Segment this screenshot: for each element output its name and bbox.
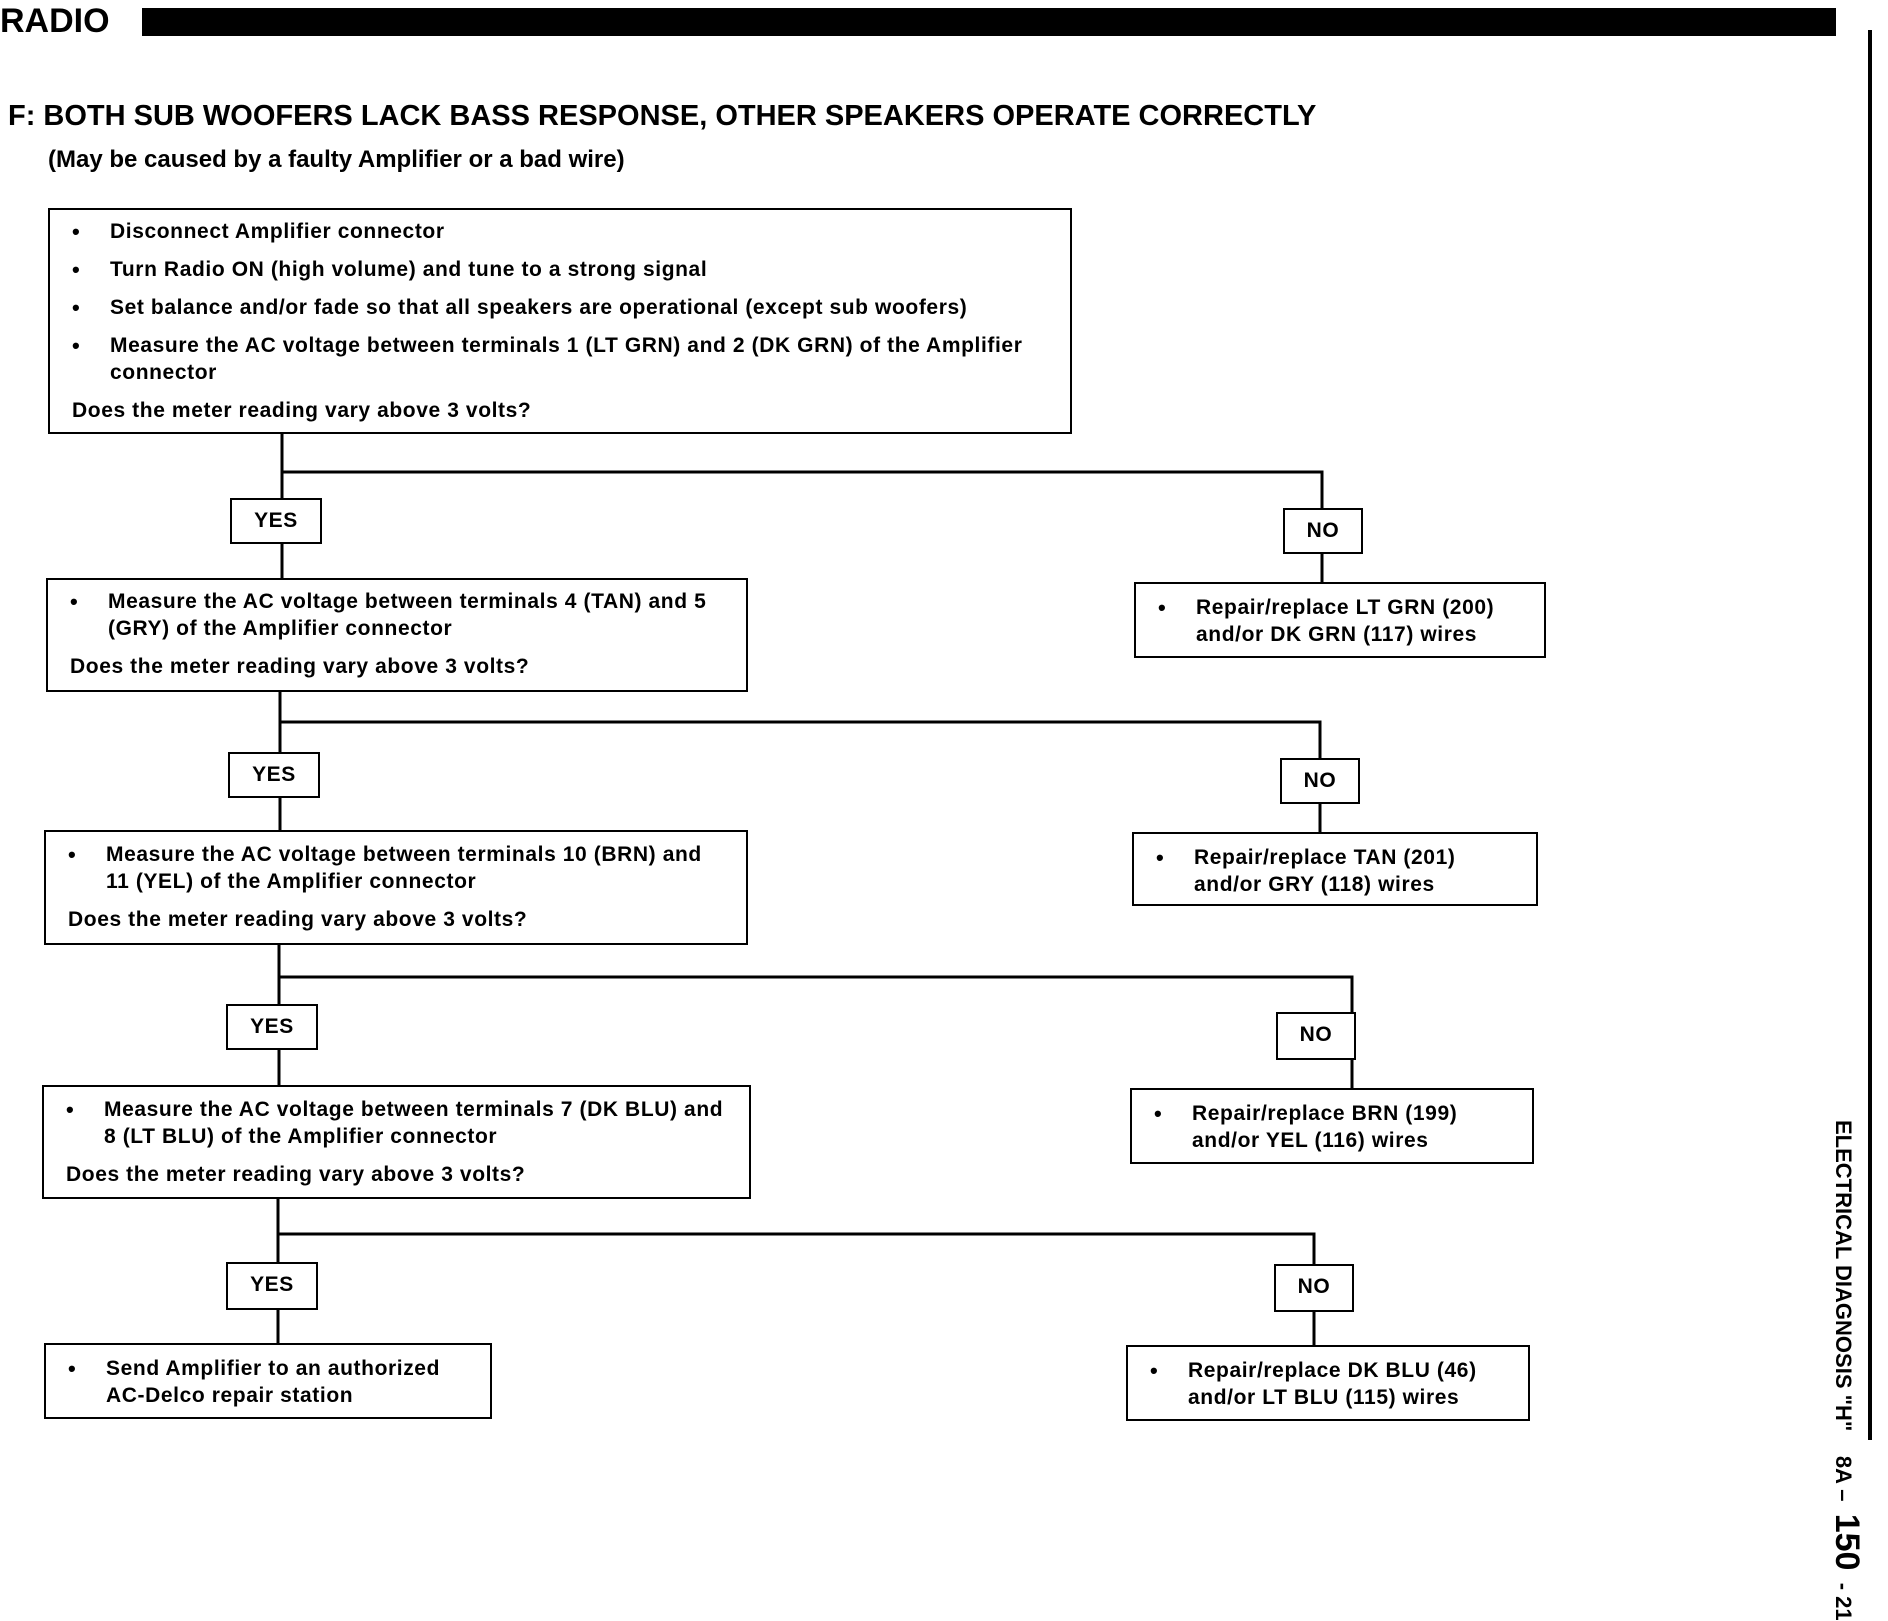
- yes-label: YES: [228, 752, 320, 798]
- no-label: NO: [1283, 508, 1363, 554]
- connector-line: [282, 470, 1324, 508]
- step-1-bullet: Disconnect Amplifier connector: [50, 218, 1070, 245]
- no-label: NO: [1276, 1012, 1356, 1060]
- step-4-bullet: Measure the AC voltage between terminals…: [44, 1096, 749, 1150]
- right-margin-rule: [1868, 30, 1872, 1440]
- step-3-box: Measure the AC voltage between terminals…: [44, 830, 748, 945]
- final-action-box: Send Amplifier to an authorized AC-Delco…: [44, 1343, 492, 1419]
- step-2-bullet: Measure the AC voltage between terminals…: [48, 588, 746, 642]
- step-1-bullet: Measure the AC voltage between terminals…: [50, 332, 1070, 386]
- connector-line: [280, 720, 1322, 758]
- no-action-2-box: Repair/replace TAN (201) and/or GRY (118…: [1132, 832, 1538, 906]
- no-label: NO: [1280, 758, 1360, 804]
- step-1-question: Does the meter reading vary above 3 volt…: [72, 399, 532, 422]
- step-2-box: Measure the AC voltage between terminals…: [46, 578, 748, 692]
- procedure-title: F: BOTH SUB WOOFERS LACK BASS RESPONSE, …: [8, 100, 1317, 132]
- page-suffix: - 21: [1831, 1582, 1856, 1621]
- step-1-bullet: Set balance and/or fade so that all spea…: [50, 294, 1070, 321]
- step-4-box: Measure the AC voltage between terminals…: [42, 1085, 751, 1199]
- step-4-question: Does the meter reading vary above 3 volt…: [66, 1163, 526, 1186]
- no-action-1-text: Repair/replace LT GRN (200) and/or DK GR…: [1136, 594, 1544, 648]
- step-2-question: Does the meter reading vary above 3 volt…: [70, 655, 530, 678]
- no-action-4-box: Repair/replace DK BLU (46) and/or LT BLU…: [1126, 1345, 1530, 1421]
- page-number: 150: [1828, 1513, 1866, 1571]
- no-label: NO: [1274, 1264, 1354, 1312]
- yes-label: YES: [226, 1004, 318, 1050]
- step-1-box: Disconnect Amplifier connector Turn Radi…: [48, 208, 1072, 434]
- no-action-3-text: Repair/replace BRN (199) and/or YEL (116…: [1132, 1100, 1532, 1154]
- no-action-1-box: Repair/replace LT GRN (200) and/or DK GR…: [1134, 582, 1546, 658]
- step-1-bullet: Turn Radio ON (high volume) and tune to …: [50, 256, 1070, 283]
- chapter-number: 8A –: [1831, 1455, 1856, 1502]
- step-3-question: Does the meter reading vary above 3 volt…: [68, 908, 528, 931]
- yes-label: YES: [230, 498, 322, 544]
- final-action-text: Send Amplifier to an authorized AC-Delco…: [46, 1355, 490, 1409]
- connector-line: [278, 1232, 1316, 1264]
- yes-label: YES: [226, 1262, 318, 1310]
- section-title: RADIO: [0, 2, 110, 40]
- no-action-2-text: Repair/replace TAN (201) and/or GRY (118…: [1134, 844, 1536, 898]
- header-bar: [142, 8, 1836, 36]
- no-action-4-text: Repair/replace DK BLU (46) and/or LT BLU…: [1128, 1357, 1528, 1411]
- procedure-subtitle: (May be caused by a faulty Amplifier or …: [48, 146, 625, 173]
- no-action-3-box: Repair/replace BRN (199) and/or YEL (116…: [1130, 1088, 1534, 1164]
- step-3-bullet: Measure the AC voltage between terminals…: [46, 841, 746, 895]
- connector-line: [279, 975, 1354, 1012]
